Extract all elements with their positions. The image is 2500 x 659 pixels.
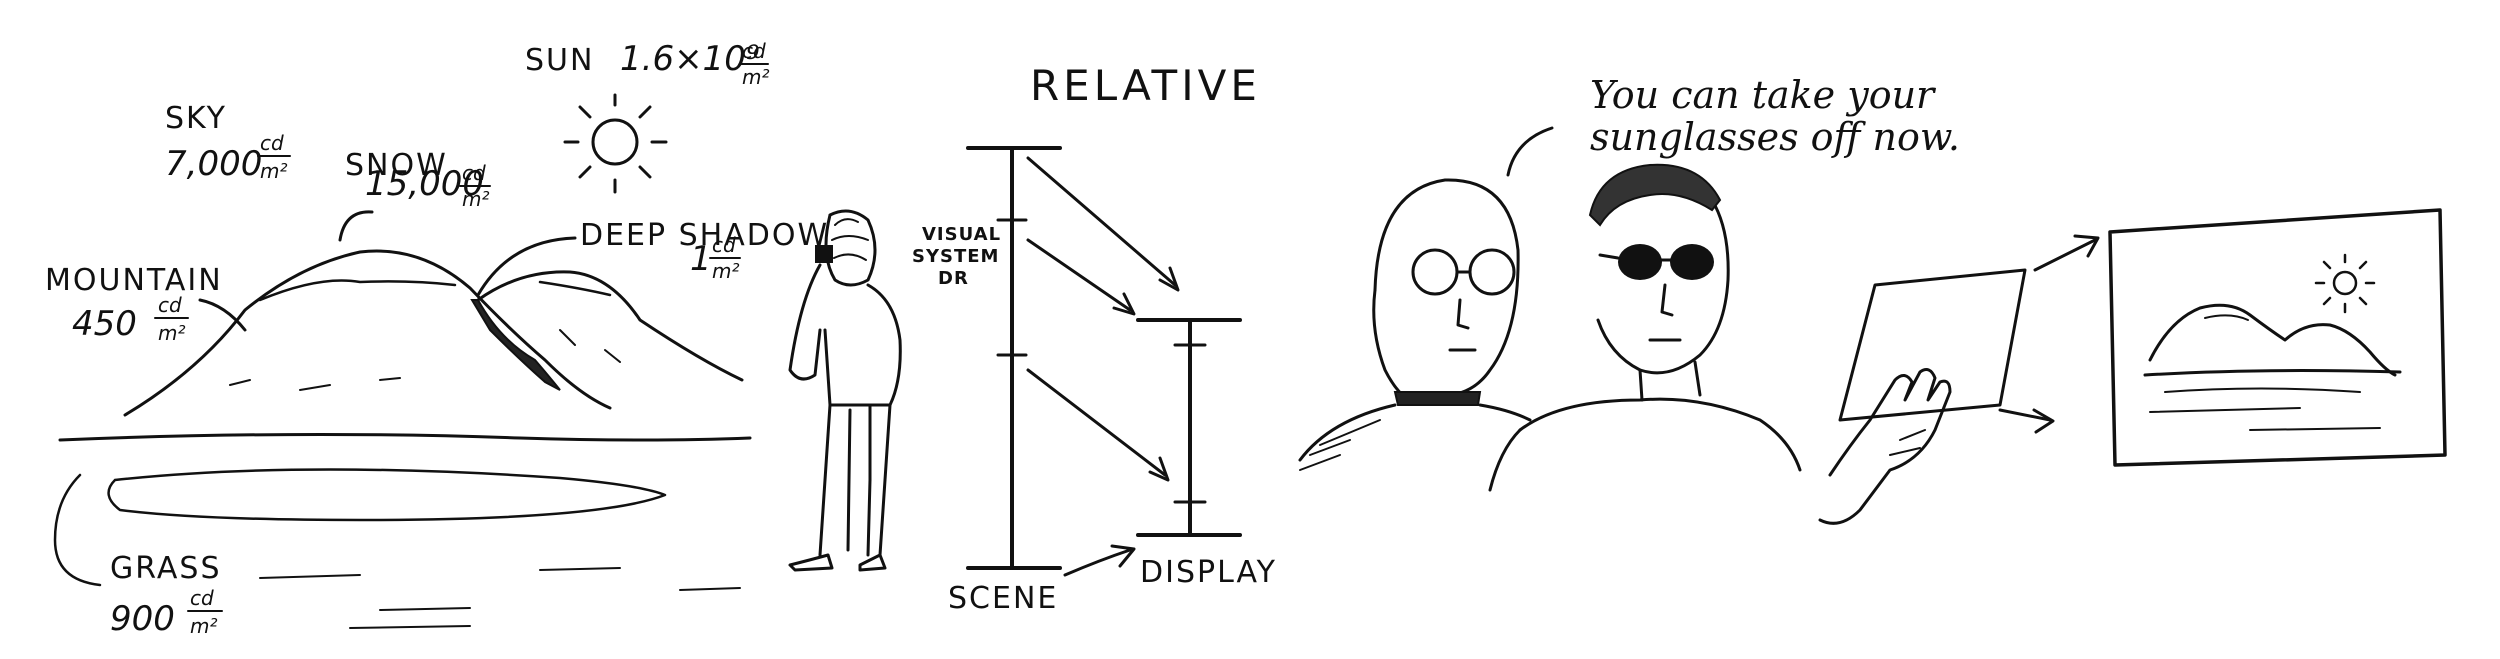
sun-label: SUN (525, 43, 594, 78)
system-label: SYSTEM (912, 246, 999, 267)
snow-unit-num: cd (462, 161, 486, 185)
sunglasses-panel: You can take your sunglasses off now. (1298, 73, 2447, 525)
mountains-drawing (123, 249, 744, 417)
sunglasses-person (1488, 163, 1802, 492)
sunglasses-left-lens (1618, 244, 1662, 280)
sun-unit-num: cd (742, 39, 766, 63)
speech-line-1: You can take your (1590, 73, 1937, 117)
mountain-label: MOUNTAIN (45, 263, 223, 298)
sun-icon (563, 93, 668, 194)
curly-hair (1588, 163, 1722, 227)
viewer-figure (788, 209, 902, 572)
deep-shadow-unit-num: cd (712, 233, 736, 257)
scene-to-display-arrow-head (1110, 544, 1136, 568)
arrow-middle (1026, 238, 1132, 312)
sunglasses-right-lens (1670, 244, 1714, 280)
camera-icon (815, 245, 833, 263)
sun-value: 1.6×10⁹ (620, 39, 760, 79)
arrow-top (1026, 156, 1177, 287)
snow-unit-den: m² (462, 187, 490, 211)
turtleneck-collar (1393, 391, 1482, 406)
sky-unit-den: m² (260, 159, 288, 183)
picture-sun-icon (2314, 253, 2376, 314)
lower-output-arrow (1998, 408, 2052, 422)
paper-and-hand (1818, 268, 2027, 525)
grass-unit-num: cd (190, 586, 214, 610)
scene-to-display-arrow (1063, 548, 1132, 577)
arrow-bottom (1026, 368, 1167, 477)
deep-shadow-value: 1 (690, 239, 712, 279)
display-label: DISPLAY (1140, 555, 1277, 590)
mountain-value: 450 (72, 304, 137, 344)
mountain-unit-num: cd (158, 293, 182, 317)
sky-label: SKY (165, 101, 227, 136)
deep-shadow-label: DEEP SHADOW (580, 218, 829, 253)
clear-glasses-left (1411, 248, 1459, 296)
relative-title: RELATIVE (1030, 61, 1261, 110)
speech-line-2: sunglasses off now. (1590, 115, 1960, 159)
clear-glasses-right (1468, 248, 1516, 296)
grass-value: 900 (110, 599, 175, 639)
snow-value: 15,000 (365, 164, 484, 204)
arrow-middle-head (1112, 292, 1136, 316)
deep-shadow-pointer (476, 236, 577, 297)
upper-output-arrow (2033, 238, 2097, 272)
snow-pointer (338, 210, 374, 242)
mapping-arrows (1026, 156, 1180, 577)
bald-person (1298, 178, 1532, 471)
sky-unit-num: cd (260, 131, 284, 155)
lower-output-arrow-head (2032, 408, 2055, 434)
arrow-bottom-head (1148, 456, 1170, 482)
mountain-pointer (198, 298, 247, 332)
scene-label: SCENE (948, 581, 1058, 616)
paper-sheet (1838, 268, 2027, 422)
visual-label: VISUAL (922, 224, 1001, 245)
lake-drawing (53, 432, 752, 629)
upper-output-arrow-head (2073, 234, 2100, 258)
speech-pointer (1506, 126, 1554, 177)
picture-frame (2108, 208, 2447, 467)
grass-label: GRASS (110, 551, 221, 586)
framed-display-picture (2108, 208, 2447, 467)
arrow-top-head (1158, 266, 1180, 292)
dr-label: DR (938, 268, 969, 289)
sky-value: 7,000 (165, 144, 262, 184)
relative-diagram: RELATIVE VISUAL SYSTEM DR SCENE DISPLAY (912, 61, 1277, 616)
grass-unit-den: m² (190, 614, 218, 638)
deep-shadow-unit-den: m² (712, 259, 740, 283)
mountain-unit-den: m² (158, 321, 186, 345)
sun-unit-den: m² (742, 65, 770, 89)
snow-label: SNOW (345, 148, 448, 183)
landscape-panel: SUN 1.6×10⁹ cd m² SKY 7,000 cd m² SNOW 1… (45, 39, 829, 639)
